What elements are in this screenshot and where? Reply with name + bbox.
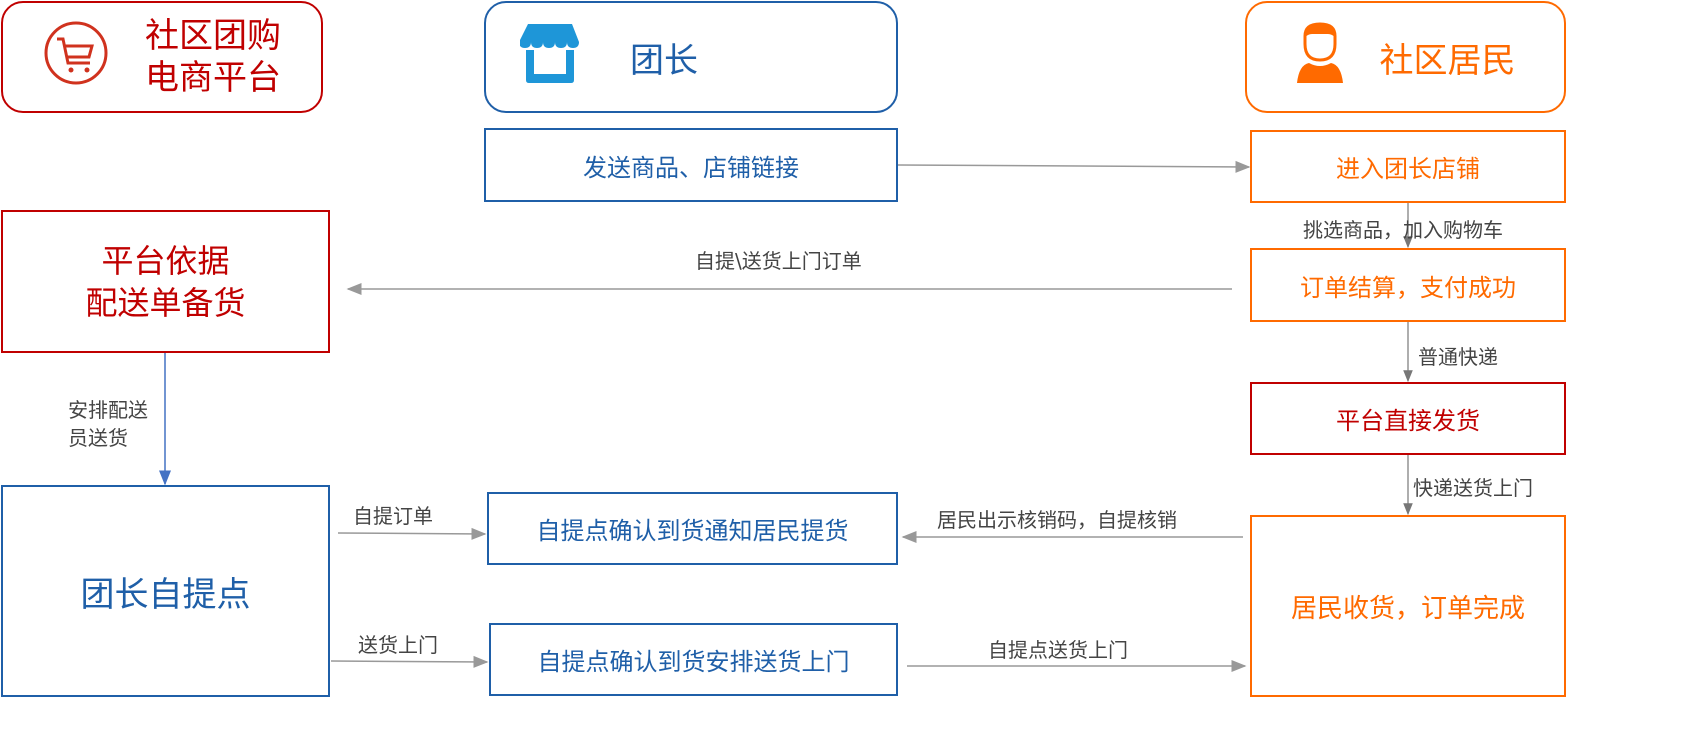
label-point-door: 自提点送货上门: [988, 638, 1128, 662]
label-show-code: 居民出示核销码，自提核销: [937, 508, 1177, 532]
step-enter-shop-text: 进入团长店铺: [1336, 155, 1480, 183]
step-notify: 自提点确认到货通知居民提货: [487, 492, 898, 565]
label-pickup-order: 自提订单: [353, 504, 433, 528]
step-direct-ship-text: 平台直接发货: [1336, 407, 1480, 435]
shopping-cart-icon: [43, 20, 109, 95]
step-receive: 居民收货，订单完成: [1250, 515, 1566, 697]
person-icon: [1296, 21, 1344, 93]
leader-title: 团长: [630, 40, 698, 81]
platform-title-line1: 社区团购: [145, 16, 281, 56]
store-icon: [519, 22, 580, 93]
arrow-door: [330, 655, 489, 668]
step-enter-shop: 进入团长店铺: [1250, 130, 1566, 203]
step-send-links: 发送商品、店铺链接: [484, 128, 898, 202]
step-send-links-text: 发送商品、店铺链接: [583, 153, 799, 182]
platform-actor: 社区团购电商平台: [1, 1, 323, 113]
step-prepare: 平台依据配送单备货: [1, 210, 330, 353]
platform-title-line2: 电商平台: [145, 58, 281, 98]
arrow-send-to-shop: [897, 160, 1251, 173]
label-dispatch: 安排配送员送货: [68, 396, 148, 452]
step-direct-ship: 平台直接发货: [1250, 382, 1566, 455]
step-receive-text: 居民收货，订单完成: [1290, 593, 1525, 624]
arrow-pickup-order: [337, 527, 487, 540]
label-orders: 自提\送货上门订单: [695, 249, 862, 273]
leader-actor: 团长: [484, 1, 898, 113]
step-deliver: 自提点确认到货安排送货上门: [489, 623, 898, 696]
step-prepare-line1: 平台依据: [101, 241, 230, 280]
label-dispatch-line2: 员送货: [68, 426, 128, 450]
step-checkout-text: 订单结算，支付成功: [1300, 273, 1516, 302]
resident-actor: 社区居民: [1245, 1, 1566, 113]
label-express: 普通快递: [1418, 345, 1498, 369]
step-prepare-line2: 配送单备货: [85, 283, 246, 322]
label-pick-goods: 挑选商品，加入购物车: [1303, 218, 1503, 242]
step-pickup-point-text: 团长自提点: [80, 574, 251, 615]
label-express-door: 快递送货上门: [1413, 476, 1533, 500]
step-checkout: 订单结算，支付成功: [1250, 248, 1566, 322]
step-notify-text: 自提点确认到货通知居民提货: [536, 517, 849, 545]
label-door: 送货上门: [358, 633, 438, 657]
resident-title: 社区居民: [1379, 40, 1516, 81]
label-dispatch-line1: 安排配送: [68, 398, 148, 422]
step-pickup-point: 团长自提点: [1, 485, 330, 697]
step-deliver-text: 自提点确认到货安排送货上门: [537, 648, 850, 676]
